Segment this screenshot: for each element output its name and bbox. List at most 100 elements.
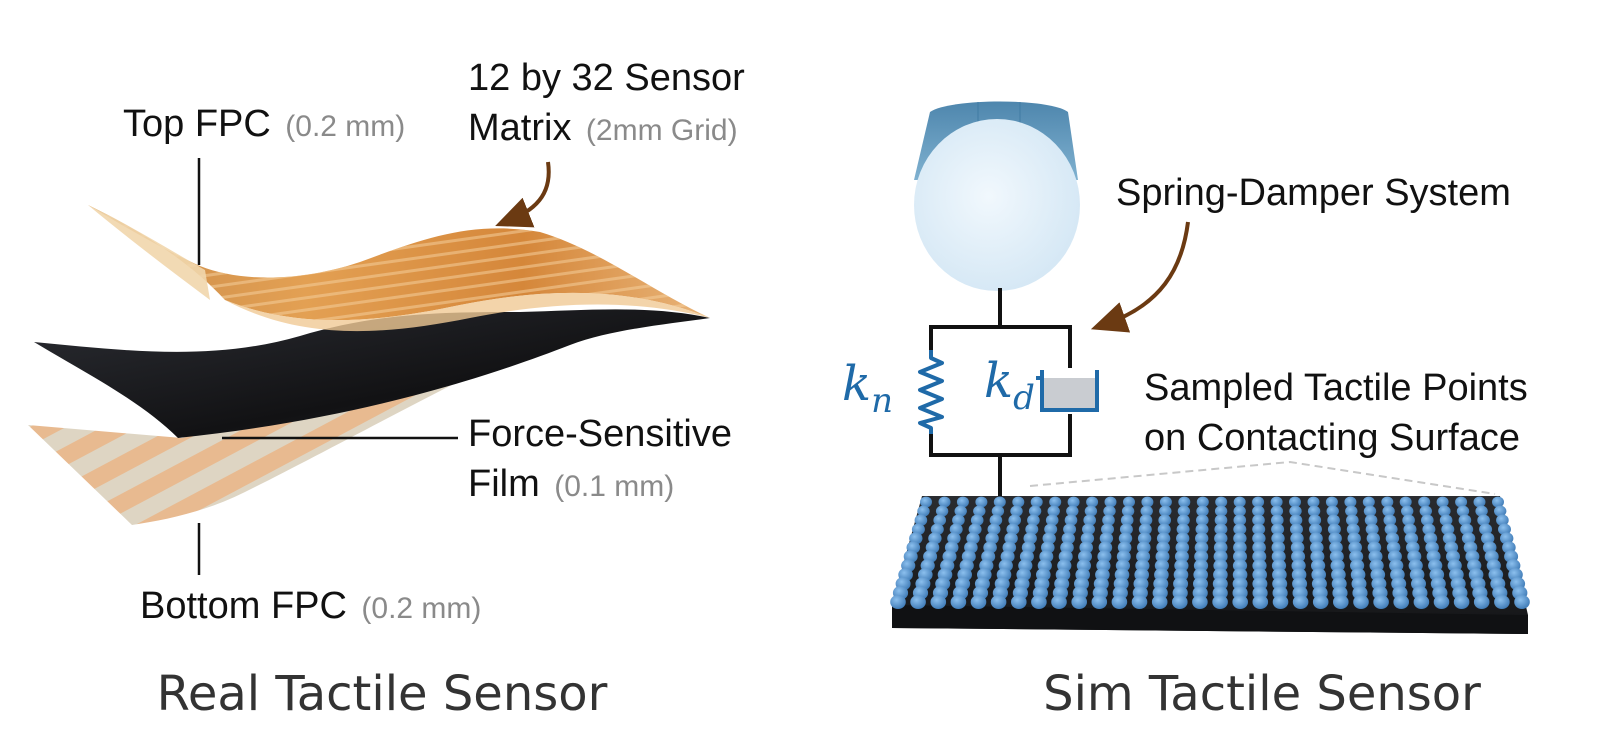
tactile-point (1159, 496, 1172, 508)
tactile-point (1419, 505, 1433, 517)
tactile-point (1271, 550, 1286, 563)
tactile-point (1422, 523, 1436, 536)
tactile-point (1271, 514, 1284, 526)
tactile-point (1177, 505, 1191, 517)
tactile-point (970, 595, 987, 609)
tactile-point (1233, 496, 1246, 508)
tactile-point (1498, 523, 1511, 536)
tactile-point (1363, 505, 1377, 517)
tactile-point (970, 514, 984, 526)
tactile-point (1195, 523, 1209, 536)
damper-constant-symbol: kd (984, 353, 1035, 418)
tactile-point (1441, 523, 1455, 536)
tactile-point (1362, 496, 1375, 508)
tactile-point (1290, 523, 1303, 536)
tactile-point (1500, 532, 1514, 545)
tactile-point (909, 532, 923, 545)
tactile-point (1366, 532, 1381, 545)
tactile-point (1192, 595, 1208, 609)
tactile-point (1346, 514, 1359, 526)
tactile-point (1384, 523, 1398, 536)
tactile-point (1071, 595, 1087, 609)
tactile-point (1475, 505, 1488, 517)
tactile-point (935, 505, 949, 517)
tactile-point (1156, 541, 1170, 554)
tactile-point (1453, 595, 1470, 609)
tactile-point (1271, 532, 1285, 545)
tactile-point (1326, 505, 1339, 517)
tactile-point (1067, 496, 1080, 508)
tactile-point (1044, 523, 1058, 536)
spring-damper-label: Spring-Damper System (1116, 172, 1511, 214)
tactile-point (1066, 505, 1079, 517)
tactile-point (1309, 532, 1323, 545)
tactile-point (1310, 541, 1324, 554)
tactile-point (1123, 496, 1135, 508)
tactile-point (947, 532, 961, 545)
tactile-point (1213, 541, 1228, 554)
tactile-point (1494, 595, 1510, 609)
tactile-point (1214, 523, 1228, 536)
matrix-arrow (495, 161, 551, 228)
tactile-point (1232, 559, 1248, 572)
tactile-point (1439, 514, 1453, 526)
tactile-points-bracket (1029, 460, 1496, 495)
tactile-point (1492, 496, 1504, 508)
tactile-point (1011, 595, 1027, 609)
tactile-point (1436, 496, 1449, 508)
tactile-point (950, 595, 967, 609)
tactile-point (975, 496, 988, 508)
tactile-point (1051, 595, 1067, 609)
tactile-point (987, 523, 1001, 536)
tactile-point (1194, 550, 1209, 563)
tactile-point (1177, 514, 1190, 526)
tactile-point (1401, 505, 1414, 517)
tactile-point (1103, 505, 1116, 517)
tactile-point (1120, 514, 1134, 526)
tactile-point (1328, 532, 1342, 545)
tactile-point (1064, 514, 1078, 526)
tactile-point (1082, 523, 1095, 536)
tactile-point (1178, 496, 1191, 508)
tactile-point (920, 496, 932, 508)
tactile-point (1252, 559, 1267, 572)
tactile-point (1233, 523, 1247, 536)
tactile-point (1289, 505, 1302, 517)
tactile-point (1473, 496, 1486, 508)
tactile-point (1004, 532, 1018, 545)
tactile-point (1252, 550, 1267, 563)
tactile-point (1413, 595, 1430, 609)
tactile-point (1402, 514, 1415, 526)
tactile-point (1006, 523, 1020, 536)
tactile-point (1403, 523, 1417, 536)
tactile-point (1030, 496, 1043, 508)
damper-icon (1036, 370, 1099, 412)
indenter-cylinder (914, 101, 1080, 291)
matrix-label-line1: 12 by 32 Sensor (468, 57, 745, 99)
tactile-point (1138, 523, 1152, 536)
tactile-point (952, 514, 965, 526)
tactile-point (1353, 595, 1369, 609)
tactile-point (1423, 532, 1438, 545)
spring-constant-symbol: kn (842, 356, 893, 421)
real-sensor-illustration (28, 205, 710, 525)
tactile-point (1333, 595, 1349, 609)
tactile-point (1156, 532, 1171, 545)
tactile-point (993, 496, 1006, 508)
tactile-point (1086, 496, 1099, 508)
tactile-point (1373, 595, 1389, 609)
tactile-point (1215, 496, 1228, 508)
tactile-point (1460, 523, 1474, 536)
tactile-point (1158, 514, 1171, 526)
tactile-point (1136, 550, 1151, 563)
tactile-point (1421, 514, 1434, 526)
tactile-point (1027, 514, 1040, 526)
tactile-point (990, 595, 1007, 609)
tactile-point (1382, 505, 1395, 517)
tactile-point (1195, 532, 1209, 545)
tactile-points-grid (890, 496, 1530, 609)
tactile-point (1119, 523, 1133, 536)
tactile-point (1213, 559, 1228, 572)
tactile-point (1083, 514, 1096, 526)
tactile-point (1252, 595, 1269, 609)
